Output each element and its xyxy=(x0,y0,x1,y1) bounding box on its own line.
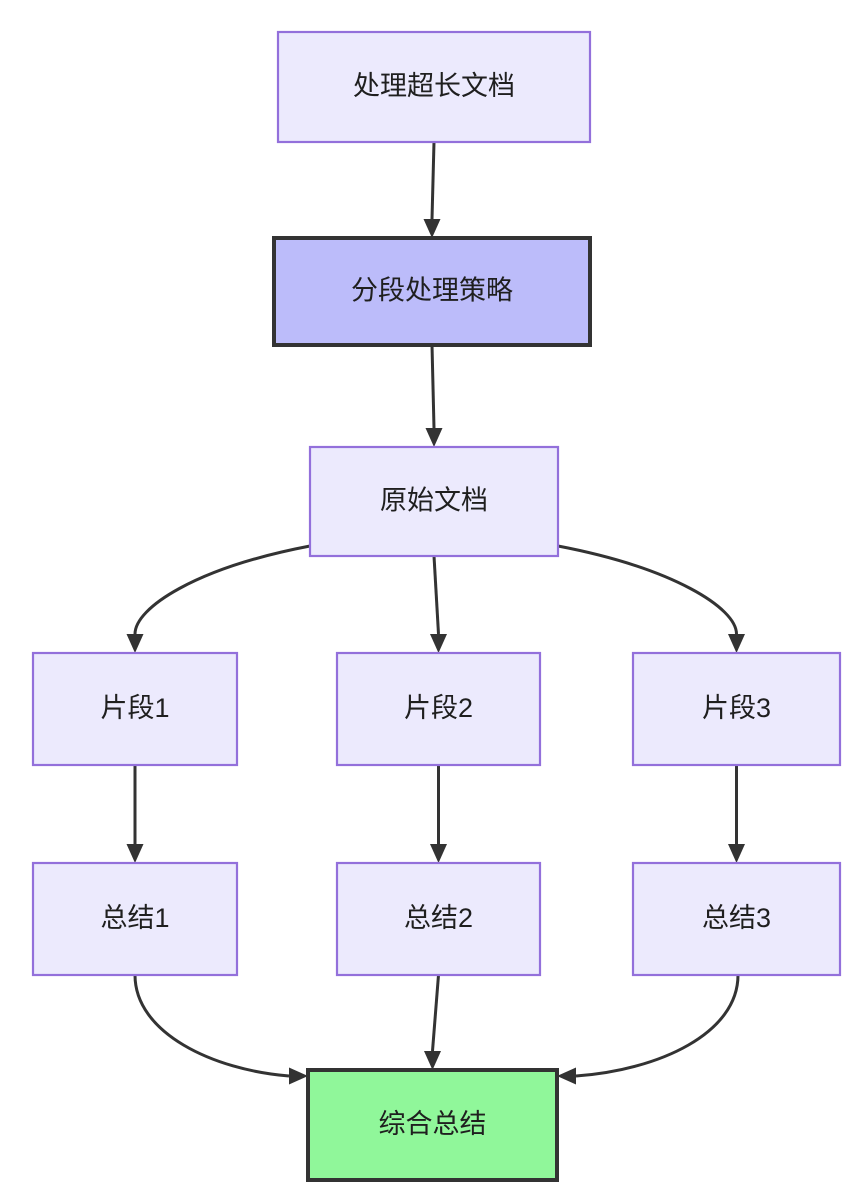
arrowhead-icon xyxy=(126,634,144,653)
arrowhead-icon xyxy=(430,634,447,653)
edge-line xyxy=(133,544,311,635)
arrowhead-icon xyxy=(728,844,745,863)
node-box[interactable] xyxy=(631,861,842,977)
node-label: 原始文档 xyxy=(380,486,488,516)
edge-n2-to-n3 xyxy=(425,344,443,447)
node-box[interactable] xyxy=(31,651,239,767)
edge-n3-to-n4 xyxy=(126,544,311,653)
arrowhead-icon xyxy=(126,844,144,863)
edge-line xyxy=(430,141,436,220)
node-box[interactable] xyxy=(272,236,592,347)
node-label: 处理超长文档 xyxy=(353,71,515,101)
arrowhead-icon xyxy=(557,1067,576,1085)
edge-line xyxy=(431,974,440,1052)
node-n10[interactable]: 综合总结 xyxy=(306,1068,559,1182)
edge-n3-to-n5 xyxy=(430,555,447,653)
node-label: 综合总结 xyxy=(379,1109,487,1139)
node-n3[interactable]: 原始文档 xyxy=(308,445,560,558)
edge-n6-to-n9 xyxy=(728,765,745,863)
edge-layer xyxy=(126,141,745,1085)
node-n5[interactable]: 片段2 xyxy=(335,651,542,767)
node-label: 总结2 xyxy=(404,903,473,933)
arrowhead-icon xyxy=(423,219,441,238)
arrowhead-icon xyxy=(424,1051,441,1070)
edge-line xyxy=(432,555,440,635)
node-box[interactable] xyxy=(306,1068,559,1182)
node-n2[interactable]: 分段处理策略 xyxy=(272,236,592,347)
node-box[interactable] xyxy=(308,445,560,558)
node-n9[interactable]: 总结3 xyxy=(631,861,842,977)
node-label: 总结3 xyxy=(702,903,771,933)
edge-n1-to-n2 xyxy=(423,141,441,238)
node-label: 分段处理策略 xyxy=(351,276,513,306)
node-label: 片段3 xyxy=(702,693,771,723)
edge-n8-to-n10 xyxy=(424,974,441,1070)
edge-n5-to-n8 xyxy=(430,765,447,863)
node-box[interactable] xyxy=(631,651,842,767)
arrowhead-icon xyxy=(425,428,443,447)
node-box[interactable] xyxy=(276,30,592,144)
edge-line xyxy=(575,974,740,1078)
edge-n4-to-n7 xyxy=(126,765,144,863)
node-n4[interactable]: 片段1 xyxy=(31,651,239,767)
edge-line xyxy=(133,974,290,1078)
node-label: 片段1 xyxy=(100,693,169,723)
node-n6[interactable]: 片段3 xyxy=(631,651,842,767)
node-n8[interactable]: 总结2 xyxy=(335,861,542,977)
edge-n3-to-n6 xyxy=(557,544,745,653)
arrowhead-icon xyxy=(728,634,745,653)
node-box[interactable] xyxy=(335,651,542,767)
edge-line xyxy=(430,344,436,429)
node-n7[interactable]: 总结1 xyxy=(31,861,239,977)
node-n1[interactable]: 处理超长文档 xyxy=(276,30,592,144)
node-box[interactable] xyxy=(31,861,239,977)
node-label: 片段2 xyxy=(404,693,473,723)
arrowhead-icon xyxy=(430,844,447,863)
arrowhead-icon xyxy=(289,1067,308,1085)
edge-n7-to-n10 xyxy=(133,974,308,1085)
edge-n9-to-n10 xyxy=(557,974,740,1085)
edge-line xyxy=(557,544,738,635)
node-label: 总结1 xyxy=(100,903,169,933)
node-box[interactable] xyxy=(335,861,542,977)
